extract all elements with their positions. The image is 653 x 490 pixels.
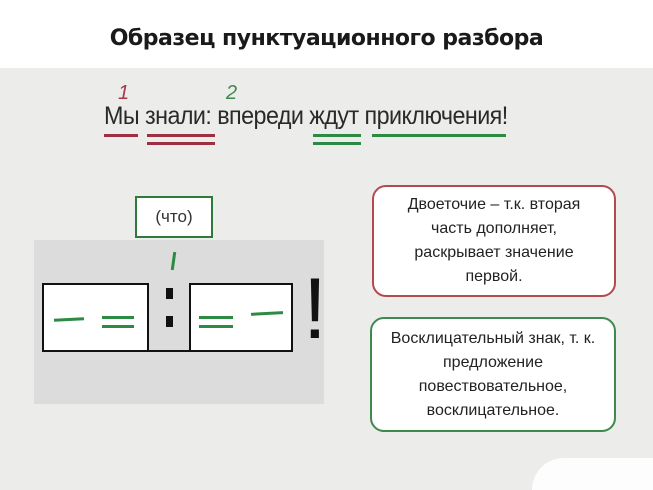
subject-underline-clause1	[104, 134, 138, 137]
predicate-underline-clause2-top	[313, 134, 361, 137]
scheme-exclamation-mark: !	[303, 261, 327, 357]
scheme-clause-1	[42, 283, 149, 352]
exclamation-explanation-note: Восклицательный знак, т. к. предложение …	[370, 317, 616, 432]
scheme-colon-top-dot	[166, 288, 173, 299]
title-band	[0, 0, 653, 68]
scheme-predicate-line-2b	[199, 325, 233, 328]
question-box: (что)	[135, 196, 213, 238]
scheme-subject-line-2	[250, 311, 284, 316]
slide-corner-glare	[532, 458, 653, 490]
colon-explanation-note: Двоеточие – т.к. вторая часть дополняет,…	[372, 185, 616, 297]
example-sentence: Мы знали: впереди ждут приключения!	[104, 102, 508, 130]
scheme-clause-2	[189, 283, 293, 352]
clause-number-1: 1	[118, 82, 130, 104]
scheme-predicate-line-2a	[199, 316, 233, 319]
colon-explanation-text: Двоеточие – т.к. вторая часть дополняет,…	[407, 196, 581, 285]
predicate-underline-clause1-top	[147, 134, 215, 137]
scheme-colon-bottom-dot	[166, 316, 173, 327]
scheme-predicate-line-1a	[102, 316, 134, 319]
slide-title: Образец пунктуационного разбора	[109, 26, 544, 51]
exclamation-explanation-text: Восклицательный знак, т. к. предложение …	[390, 329, 596, 419]
scheme-underline-connector	[148, 350, 190, 352]
clause-number-2: 2	[226, 82, 238, 104]
subject-underline-clause2	[372, 134, 506, 137]
predicate-underline-clause2-bottom	[313, 142, 361, 145]
predicate-underline-clause1-bottom	[147, 142, 215, 145]
scheme-predicate-line-1b	[102, 325, 134, 328]
scheme-subject-line-1	[53, 317, 85, 322]
